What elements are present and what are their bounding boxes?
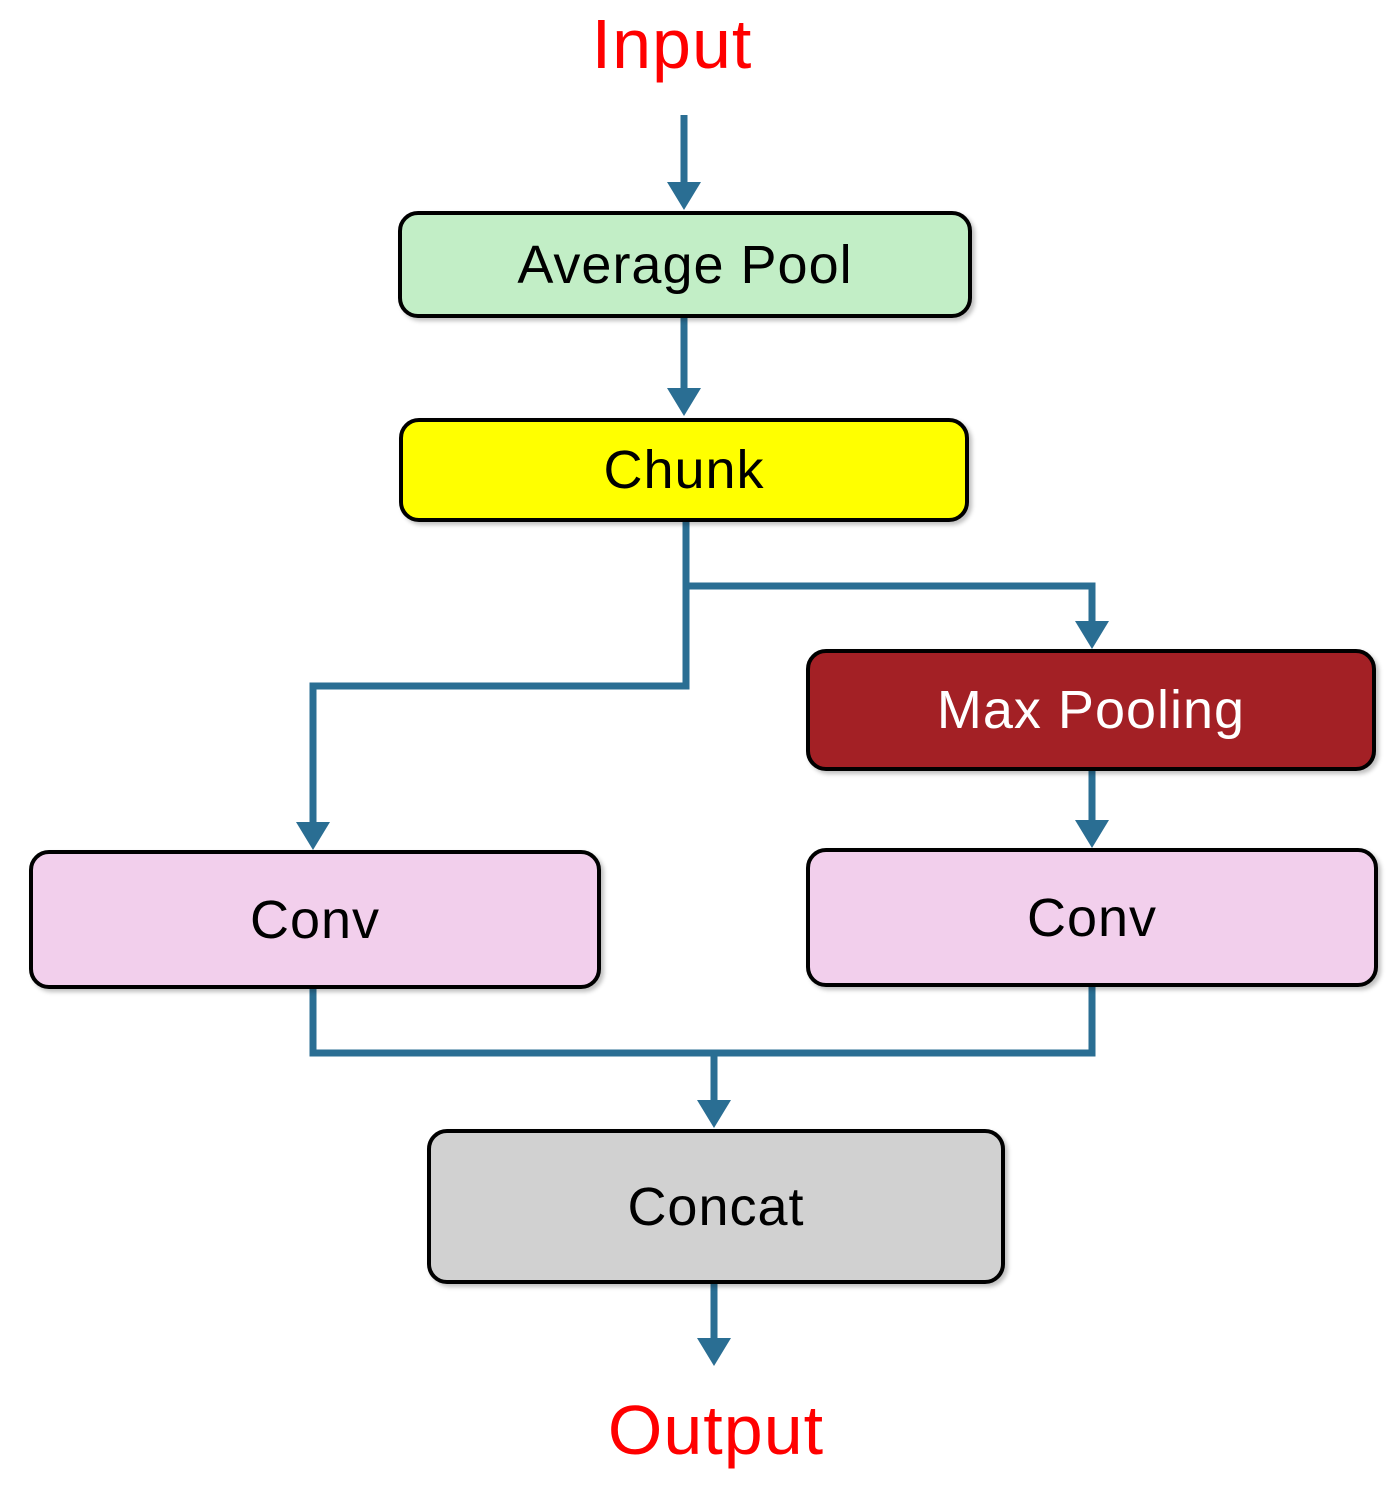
node-conv-right: Conv	[806, 848, 1378, 987]
edge-chunk-to-maxpool	[686, 582, 1096, 643]
node-max-pooling: Max Pooling	[806, 649, 1376, 771]
arrowhead-chunk-to-maxpool	[1075, 621, 1109, 649]
node-concat: Concat	[427, 1129, 1005, 1284]
arrowhead-avgpool-to-chunk	[667, 388, 701, 416]
arrowhead-merge-to-concat	[697, 1100, 731, 1128]
node-conv-left: Conv	[29, 850, 601, 989]
edge-convs-merge	[309, 986, 1096, 1057]
arrowhead-concat-to-output	[697, 1338, 731, 1366]
node-chunk-label: Chunk	[603, 440, 765, 500]
arrowhead-input-to-avgpool	[667, 182, 701, 210]
edge-chunk-to-conv-left	[309, 522, 690, 844]
arrowhead-chunk-to-conv-left	[296, 822, 330, 850]
node-chunk: Chunk	[399, 418, 969, 522]
node-concat-label: Concat	[627, 1176, 805, 1237]
node-conv-right-label: Conv	[1026, 887, 1158, 948]
arrowhead-maxpool-to-conv-right	[1075, 820, 1109, 848]
node-conv-left-label: Conv	[249, 889, 381, 950]
output-label: Output	[607, 1391, 825, 1469]
node-max-pooling-label: Max Pooling	[936, 680, 1246, 740]
node-average-pool-label: Average Pool	[517, 234, 853, 295]
node-average-pool: Average Pool	[398, 211, 972, 318]
input-label: Input	[591, 5, 753, 83]
